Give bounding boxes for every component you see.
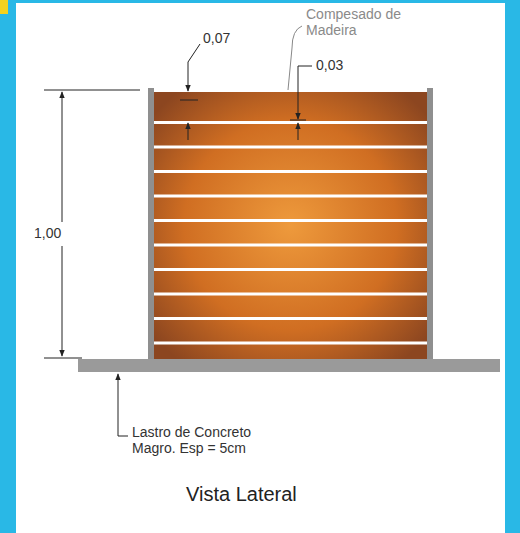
board-gap — [154, 342, 427, 345]
material-label: Compesado de Madeira — [306, 6, 401, 38]
dimension-line — [188, 62, 189, 91]
dimension-label: 1,00 — [34, 225, 61, 241]
board-gap — [154, 268, 427, 271]
extension-line — [180, 100, 198, 101]
frame-corner — [0, 0, 8, 14]
board-gap — [154, 244, 427, 247]
leader-line — [188, 44, 200, 62]
frame-strip — [0, 0, 16, 533]
board-gap — [154, 219, 427, 222]
post — [427, 88, 433, 360]
extension-line — [44, 90, 140, 91]
dimension-line — [188, 123, 189, 140]
board-gap — [154, 293, 427, 296]
dimension-line — [62, 246, 63, 356]
dimension-line — [298, 123, 299, 140]
dimension-line — [62, 92, 63, 222]
board-gap — [154, 317, 427, 320]
dimension-label: 0,07 — [203, 30, 230, 46]
post — [148, 88, 154, 360]
frame-strip — [0, 0, 520, 3]
extension-line — [290, 120, 306, 121]
board-gap — [154, 146, 427, 149]
leader-line — [288, 26, 302, 90]
board-gaps — [154, 121, 427, 369]
dimension-line — [298, 66, 299, 119]
view-caption: Vista Lateral — [186, 483, 297, 506]
concrete-slab — [78, 359, 500, 372]
note-label: Lastro de Concreto Magro. Esp = 5cm — [132, 424, 282, 456]
plywood-panel — [154, 92, 427, 359]
board-gap — [154, 195, 427, 198]
leader-line — [118, 374, 128, 436]
dimension-label: 0,03 — [316, 57, 343, 73]
board-gap — [154, 170, 427, 173]
leader-line — [298, 66, 312, 67]
extension-line — [44, 358, 82, 359]
frame-strip — [505, 0, 520, 533]
board-gap — [154, 121, 427, 124]
